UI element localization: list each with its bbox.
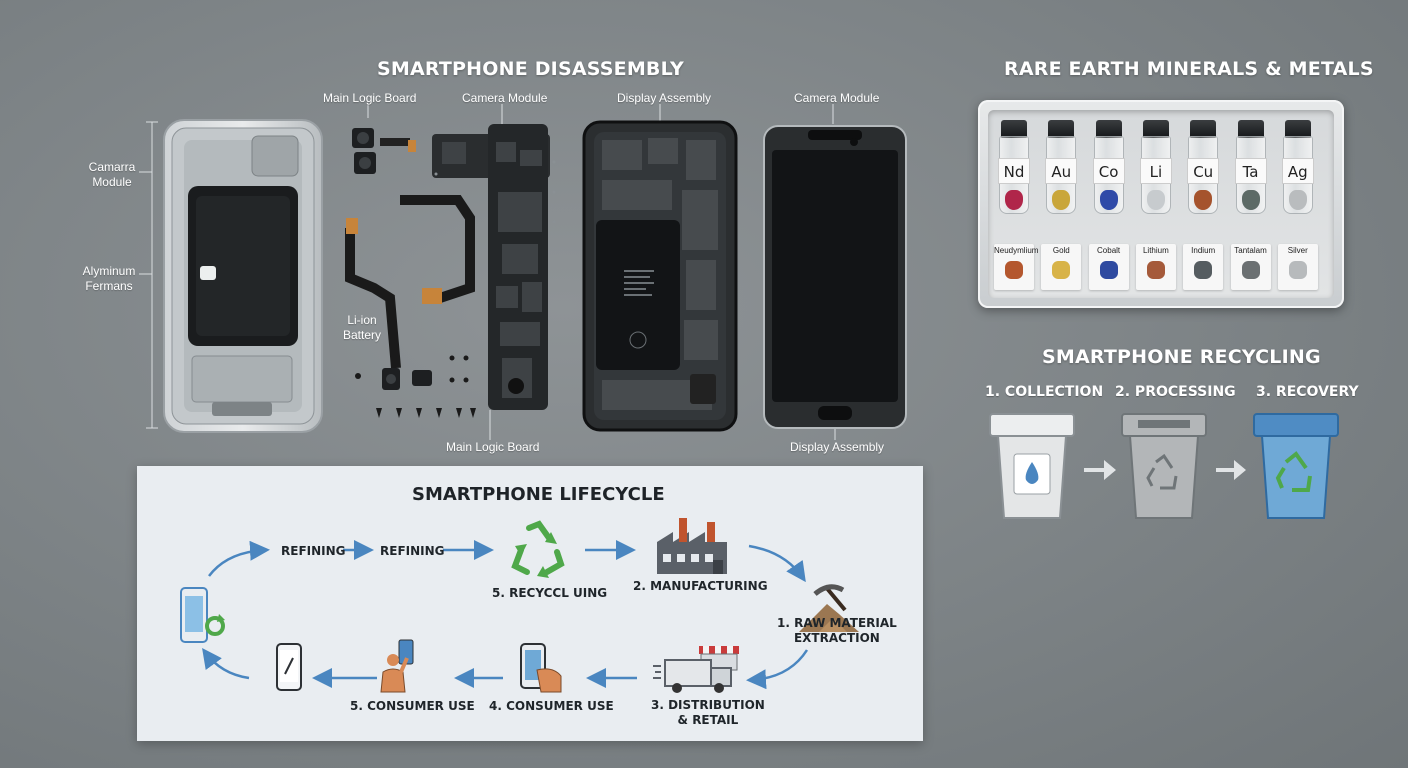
minerals-title: RARE EARTH MINERALS & METALS bbox=[1004, 58, 1374, 80]
mineral-name: Tantalam bbox=[1234, 246, 1267, 255]
mineral-name: Lithium bbox=[1142, 246, 1169, 255]
mineral-sample bbox=[1288, 261, 1307, 279]
mineral-card-6: Tantalam bbox=[1230, 244, 1271, 290]
lifecycle-node-recycling: 5. RECYCCL UING bbox=[492, 586, 608, 600]
collection-bin bbox=[989, 413, 1075, 519]
mineral-card-7: Silver bbox=[1277, 244, 1318, 290]
label-display-assembly-bottom: Display Assembly bbox=[790, 440, 885, 454]
lifecycle-title: SMARTPHONE LIFECYCLE bbox=[412, 484, 665, 505]
mineral-card-2: Gold bbox=[1041, 244, 1082, 290]
vial-au: Au bbox=[1044, 120, 1078, 216]
vial-symbol: Cu bbox=[1187, 158, 1220, 184]
mineral-name: Indium bbox=[1191, 246, 1216, 255]
vial-sample bbox=[1288, 190, 1307, 210]
person-phone-icon bbox=[380, 639, 414, 693]
mineral-sample bbox=[1194, 261, 1213, 279]
phone-internals-image bbox=[582, 120, 738, 432]
processing-bin bbox=[1121, 413, 1207, 519]
label-camera-module-top: Camera Module bbox=[462, 91, 548, 105]
label-li-ion-battery: Li-ion Battery bbox=[342, 313, 381, 342]
vial-nd: Nd bbox=[997, 120, 1031, 216]
vial-symbol: Nd bbox=[998, 158, 1030, 184]
label-main-logic-board-top: Main Logic Board bbox=[323, 91, 417, 105]
mineral-card-5: Indium bbox=[1183, 244, 1224, 290]
recycling-bins bbox=[989, 413, 1339, 519]
vial-symbol: Ta bbox=[1234, 158, 1267, 184]
vial-sample bbox=[1099, 190, 1118, 210]
mineral-name: Gold bbox=[1052, 246, 1070, 255]
recycle-icon bbox=[511, 520, 565, 578]
lifecycle-node-consumer-use-4: 4. CONSUMER USE bbox=[489, 699, 614, 713]
lifecycle-node-manufacturing: 2. MANUFACTURING bbox=[633, 579, 768, 593]
disassembly-title: SMARTPHONE DISASSEMBLY bbox=[377, 58, 684, 80]
vial-ag: Ag bbox=[1281, 120, 1315, 216]
vial-cap bbox=[1190, 120, 1217, 138]
mineral-sample bbox=[1241, 261, 1260, 279]
recycling-step-3-label: 3. RECOVERY bbox=[1256, 384, 1359, 400]
vial-cap bbox=[1142, 120, 1169, 138]
mineral-name: Neudymlium bbox=[994, 246, 1039, 255]
main-logic-board-image bbox=[432, 124, 556, 410]
vial-sample bbox=[1005, 190, 1023, 210]
mineral-sample bbox=[1052, 261, 1071, 279]
mineral-name: Cobalt bbox=[1097, 246, 1121, 255]
lifecycle-arrows bbox=[202, 540, 809, 690]
display-assembly-image bbox=[763, 125, 907, 429]
mineral-card-4: Lithium bbox=[1135, 244, 1176, 290]
vial-sample bbox=[1194, 190, 1213, 210]
recycling-step-1-label: 1. COLLECTION bbox=[985, 384, 1104, 400]
vial-symbol: Li bbox=[1139, 158, 1172, 184]
vial-co: Co bbox=[1092, 120, 1126, 216]
vial-symbol: Au bbox=[1045, 158, 1078, 184]
mineral-name: Silver bbox=[1287, 246, 1308, 255]
factory-icon bbox=[657, 518, 727, 574]
mineral-sample bbox=[1146, 261, 1165, 279]
vial-cu: Cu bbox=[1186, 120, 1220, 216]
lifecycle-node-distribution: 3. DISTRIBUTION & RETAIL bbox=[651, 698, 765, 727]
lifecycle-panel: SMARTPHONE LIFECYCLE REFINING REFINING 5… bbox=[137, 466, 923, 741]
phone-icon bbox=[276, 643, 302, 691]
mineral-sample bbox=[1099, 261, 1118, 279]
small-components-image bbox=[345, 128, 476, 418]
label-camera-module-left: Camarra Module bbox=[88, 160, 136, 189]
truck-store-icon bbox=[653, 646, 739, 693]
vial-ta: Ta bbox=[1234, 120, 1268, 216]
recycling-step-2-label: 2. PROCESSING bbox=[1115, 384, 1236, 400]
vial-cap bbox=[1001, 120, 1027, 138]
vial-cap bbox=[1048, 120, 1075, 138]
phone-recycle-icon bbox=[180, 587, 225, 643]
aluminum-frame-image bbox=[163, 119, 323, 433]
mineral-card-3: Cobalt bbox=[1088, 244, 1129, 290]
phone-hand-icon bbox=[520, 643, 562, 693]
label-main-logic-board-bottom: Main Logic Board bbox=[446, 440, 540, 454]
lifecycle-node-consumer-use-5: 5. CONSUMER USE bbox=[350, 699, 475, 713]
mineral-sample bbox=[1005, 261, 1023, 279]
vial-cap bbox=[1284, 120, 1311, 138]
vial-sample bbox=[1052, 190, 1071, 210]
label-display-assembly-top: Display Assembly bbox=[617, 91, 712, 105]
vial-li: Li bbox=[1139, 120, 1173, 216]
lifecycle-node-refining-1: REFINING bbox=[281, 544, 346, 558]
label-aluminum-frame: Alyminum Fermans bbox=[82, 264, 136, 293]
label-camera-module-right: Camera Module bbox=[794, 91, 880, 105]
vial-symbol: Co bbox=[1092, 158, 1125, 184]
vial-cap bbox=[1095, 120, 1122, 138]
recovery-bin bbox=[1253, 413, 1339, 519]
vial-sample bbox=[1146, 190, 1165, 210]
vial-cap bbox=[1237, 120, 1264, 138]
lifecycle-node-refining-2: REFINING bbox=[380, 544, 445, 558]
mineral-card-1: Neudymlium bbox=[994, 244, 1039, 290]
vial-sample bbox=[1241, 190, 1260, 210]
vial-symbol: Ag bbox=[1281, 158, 1314, 184]
lifecycle-node-raw-material: 1. RAW MATERIAL EXTRACTION bbox=[777, 616, 897, 645]
mining-icon bbox=[799, 584, 859, 632]
recycling-title: SMARTPHONE RECYCLING bbox=[1042, 346, 1321, 368]
